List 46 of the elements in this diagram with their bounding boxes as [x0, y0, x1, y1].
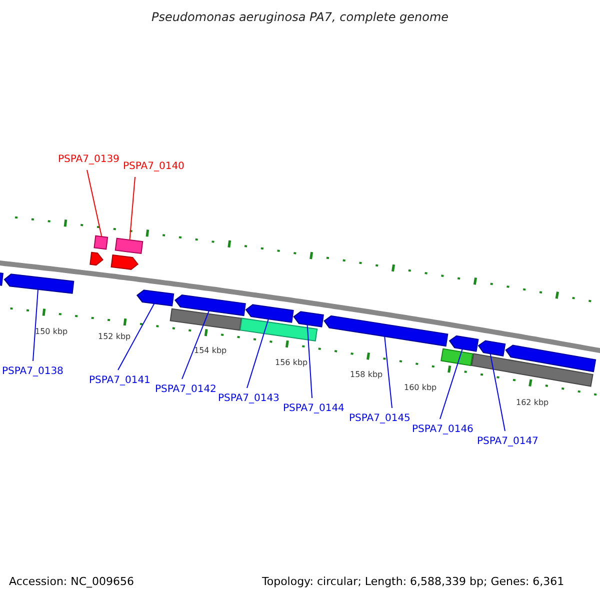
gene-marker	[110, 254, 138, 270]
feature-bar	[240, 318, 318, 342]
leader-line	[182, 310, 210, 380]
scale-label: 156 kbp	[275, 359, 308, 367]
leader-line	[32, 288, 38, 362]
gene-marker	[136, 290, 174, 306]
gene-marker	[293, 311, 324, 328]
leader-line	[490, 353, 506, 432]
feature-bar	[170, 308, 242, 331]
leader-line	[384, 336, 392, 408]
gene-marker	[4, 274, 74, 294]
scale-label: 160 kbp	[404, 384, 437, 392]
gene-marker	[478, 340, 506, 356]
feature-bar	[471, 353, 594, 387]
gene-label: PSPA7_0141	[89, 376, 150, 386]
gene-marker	[505, 344, 596, 372]
footer-text: Accession: NC_009656	[9, 576, 134, 587]
gene-block	[94, 235, 108, 250]
leader-line	[118, 303, 155, 370]
leader-line	[129, 176, 136, 240]
leader-line	[306, 324, 312, 398]
gene-label: PSPA7_0143	[218, 394, 280, 404]
gene-label: PSPA7_0147	[477, 437, 538, 447]
scale-label: 152 kbp	[98, 333, 131, 341]
gene-label: PSPA7_0144	[283, 404, 344, 414]
title: Pseudomonas aeruginosa PA7, complete genome	[150, 11, 450, 23]
gene-label: PSPA7_0139	[58, 155, 120, 165]
scale-label: 150 kbp	[35, 328, 68, 336]
gene-label: PSPA7_0142	[155, 385, 216, 395]
gene-label: PSPA7_0138	[2, 367, 64, 377]
leader-line	[246, 318, 269, 388]
gene-block	[114, 238, 144, 254]
gene-marker	[245, 304, 294, 323]
gene-marker	[448, 335, 479, 352]
gene-marker	[324, 315, 448, 347]
scale-label: 158 kbp	[350, 371, 383, 379]
leader-line	[86, 170, 102, 237]
gene-label: PSPA7_0140	[123, 162, 184, 172]
leader-line	[440, 348, 463, 420]
gene-label: PSPA7_0146	[412, 425, 474, 435]
footer-text: Topology: circular; Length: 6,588,339 bp; Genes: 6,361	[262, 576, 564, 587]
scale-label: 162 kbp	[516, 399, 549, 407]
feature-bar	[440, 348, 474, 366]
gene-label: PSPA7_0145	[349, 414, 410, 424]
gene-marker	[90, 252, 104, 266]
scale-label: 154 kbp	[194, 347, 227, 355]
